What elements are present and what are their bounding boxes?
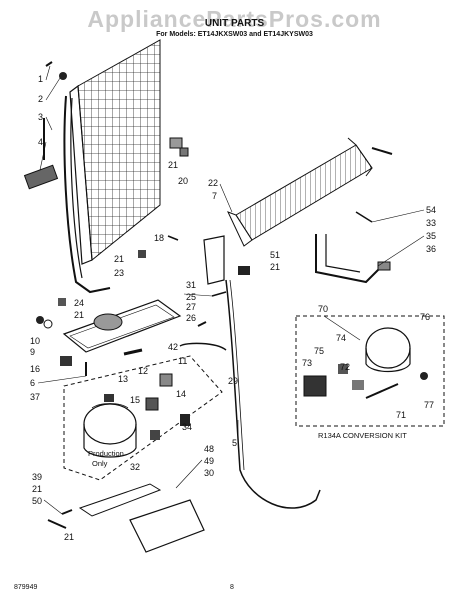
callout-2: 2 bbox=[38, 94, 43, 104]
leader-lines bbox=[37, 65, 425, 515]
grommet-51 bbox=[238, 266, 250, 275]
callout-10: 10 bbox=[30, 336, 40, 346]
drain-pan bbox=[62, 299, 182, 353]
callout-27: 27 bbox=[186, 302, 196, 312]
watermark: AppliancePartsPros.com bbox=[87, 6, 382, 32]
clip-36 bbox=[377, 261, 391, 271]
callout-18: 18 bbox=[154, 233, 164, 243]
compressor-group bbox=[63, 355, 223, 481]
callout-12: 12 bbox=[138, 366, 148, 376]
callout-3: 3 bbox=[38, 112, 43, 122]
callout-30: 30 bbox=[204, 468, 214, 478]
callout-15: 15 bbox=[130, 395, 140, 405]
document-number: 879949 bbox=[14, 584, 38, 591]
condenser-coil bbox=[227, 137, 373, 247]
callout-20: 20 bbox=[178, 176, 188, 186]
callouts: 1 2 3 4 21 20 22 7 54 33 35 36 18 21 23 … bbox=[30, 74, 436, 542]
callout-6: 6 bbox=[30, 378, 35, 388]
tubes-33-35 bbox=[315, 211, 381, 284]
bracket-7 bbox=[203, 235, 225, 285]
callout-16: 16 bbox=[30, 364, 40, 374]
callout-35: 35 bbox=[426, 231, 436, 241]
callout-4: 4 bbox=[38, 137, 43, 147]
callout-76: 76 bbox=[420, 312, 430, 322]
callout-49: 49 bbox=[204, 456, 214, 466]
page-number: 8 bbox=[230, 584, 234, 591]
callout-11: 11 bbox=[178, 356, 187, 366]
callout-21-b: 21 bbox=[114, 254, 124, 264]
callout-26: 26 bbox=[186, 313, 196, 323]
mount-37-16-6 bbox=[60, 356, 87, 376]
callout-73: 73 bbox=[302, 358, 312, 368]
callout-24: 24 bbox=[74, 298, 84, 308]
callout-50: 50 bbox=[32, 496, 42, 506]
callout-31: 31 bbox=[186, 280, 196, 290]
callout-74: 74 bbox=[336, 333, 346, 343]
callout-29: 29 bbox=[228, 376, 238, 386]
callout-5: 5 bbox=[232, 438, 237, 448]
callout-34: 34 bbox=[182, 422, 192, 432]
callout-14: 14 bbox=[176, 389, 186, 399]
evaporator-coil bbox=[63, 39, 161, 294]
callout-21-a: 21 bbox=[168, 160, 178, 170]
callout-36: 36 bbox=[426, 244, 436, 254]
callout-33: 33 bbox=[426, 218, 436, 228]
tubing bbox=[123, 279, 321, 509]
callout-21-e: 21 bbox=[32, 484, 42, 494]
callout-42: 42 bbox=[168, 342, 178, 352]
relay-overload-group bbox=[145, 373, 190, 440]
callout-22: 22 bbox=[208, 178, 218, 188]
callout-71: 71 bbox=[396, 410, 406, 420]
screw-1 bbox=[45, 61, 53, 67]
callout-72: 72 bbox=[340, 362, 350, 372]
callout-75: 75 bbox=[314, 346, 324, 356]
callout-13: 13 bbox=[118, 374, 128, 384]
callout-32: 32 bbox=[130, 462, 140, 472]
callout-70: 70 bbox=[318, 304, 328, 314]
fasteners-18-23 bbox=[138, 235, 179, 258]
callout-7: 7 bbox=[212, 191, 217, 201]
production-only-label-2: Only bbox=[92, 459, 108, 468]
callout-21-c: 21 bbox=[270, 262, 280, 272]
production-only-label-1: Production bbox=[88, 449, 124, 458]
callout-51: 51 bbox=[270, 250, 280, 260]
callout-39: 39 bbox=[32, 472, 42, 482]
callout-25: 25 bbox=[186, 292, 196, 302]
callout-37: 37 bbox=[30, 392, 40, 402]
conversion-kit-label: R134A CONVERSION KIT bbox=[318, 431, 407, 440]
base-plate bbox=[47, 483, 205, 553]
clips-20-21 bbox=[169, 137, 189, 157]
diagram-subtitle: For Models: ET14JKXSW03 and ET14JKYSW03 bbox=[156, 31, 313, 38]
callout-77: 77 bbox=[424, 400, 434, 410]
diagram-title: UNIT PARTS bbox=[204, 18, 265, 29]
clip-4 bbox=[23, 164, 59, 190]
callout-23: 23 bbox=[114, 268, 124, 278]
callout-21-d: 21 bbox=[74, 310, 84, 320]
grommet-2 bbox=[59, 72, 67, 80]
callout-54: 54 bbox=[426, 205, 436, 215]
bolt-21-upper bbox=[371, 147, 393, 155]
screws-24-10-9 bbox=[36, 298, 66, 329]
callout-21-f: 21 bbox=[64, 532, 74, 542]
callout-1: 1 bbox=[38, 74, 43, 84]
callout-9: 9 bbox=[30, 347, 35, 357]
conversion-kit-box bbox=[295, 315, 445, 427]
callout-48: 48 bbox=[204, 444, 214, 454]
